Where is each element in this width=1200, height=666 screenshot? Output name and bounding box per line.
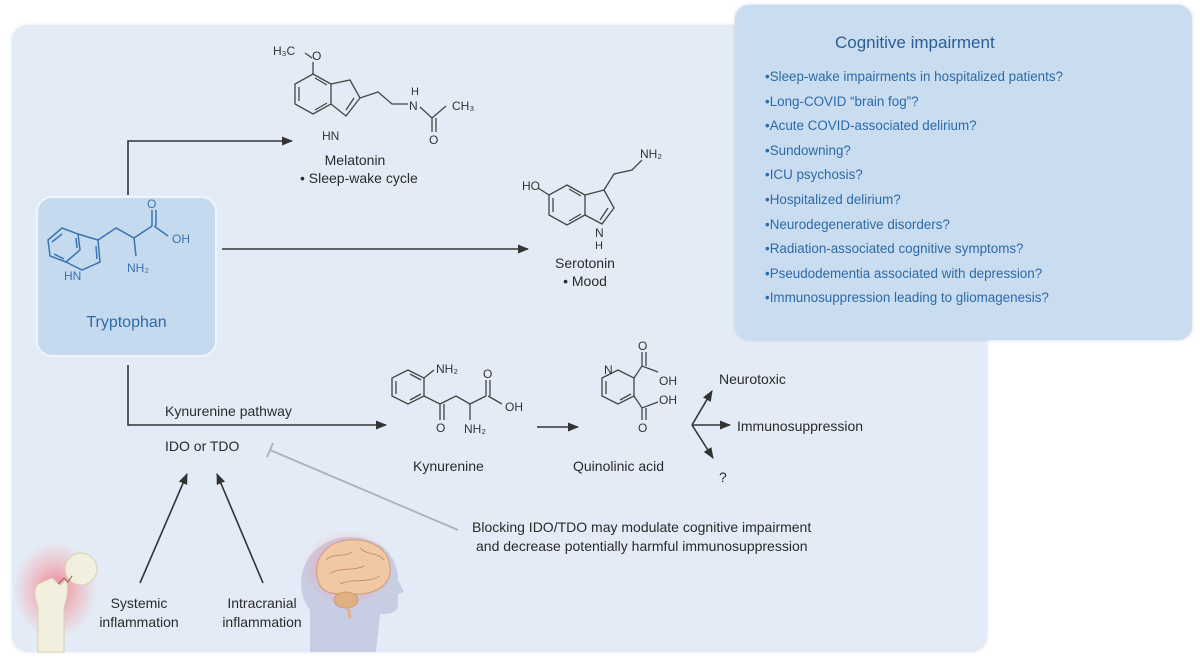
blocking-note-line1: Blocking IDO/TDO may modulate cognitive … xyxy=(472,519,812,535)
svg-text:O: O xyxy=(638,421,647,435)
cognitive-impairment-box: Cognitive impairment Sleep-wake impairme… xyxy=(735,5,1192,340)
svg-text:O: O xyxy=(312,49,321,63)
kynurenine-pathway-arrow xyxy=(127,365,388,430)
melatonin-arrow xyxy=(127,136,294,195)
svg-text:HN: HN xyxy=(322,129,339,143)
kynurenine-name: Kynurenine xyxy=(413,458,484,474)
intracranial-inflammation-arrow xyxy=(216,472,264,584)
melatonin-name: Melatonin xyxy=(324,152,386,168)
cognitive-impairment-list: Sleep-wake impairments in hospitalized p… xyxy=(765,65,1063,311)
svg-text:O: O xyxy=(147,197,156,211)
systemic-inflammation-line2: inflammation xyxy=(99,614,179,630)
brain-head-icon xyxy=(301,530,404,652)
systemic-inflammation-line1: Systemic xyxy=(110,595,168,611)
quinolinic-acid-structure: N O OH OH O xyxy=(601,339,677,435)
svg-text:O: O xyxy=(436,421,445,435)
svg-text:NH₂: NH₂ xyxy=(436,362,458,376)
melatonin-role: • Sleep-wake cycle xyxy=(300,170,418,186)
svg-text:H₃C: H₃C xyxy=(273,44,296,58)
svg-text:O: O xyxy=(429,133,438,147)
svg-text:NH₂: NH₂ xyxy=(464,422,486,436)
intracranial-inflammation-line1: Intracranial xyxy=(227,595,297,611)
svg-text:OH: OH xyxy=(659,374,677,388)
list-item: Sundowning? xyxy=(765,139,1063,164)
svg-text:H: H xyxy=(595,240,603,252)
tryptophan-structure: O OH HN NH₂ xyxy=(47,197,190,283)
serotonin-role: • Mood xyxy=(563,273,607,289)
list-item: Neurodegenerative disorders? xyxy=(765,213,1063,238)
list-item: Pseudodementia associated with depressio… xyxy=(765,262,1063,287)
inhibition-line xyxy=(266,442,459,531)
kynurenine-structure: NH₂ O O OH NH₂ xyxy=(391,362,523,436)
unknown-outcome-label: ? xyxy=(719,469,727,485)
list-item: ICU psychosis? xyxy=(765,163,1063,188)
svg-text:HO: HO xyxy=(522,179,540,193)
bone-fracture-icon xyxy=(13,542,98,653)
svg-text:N: N xyxy=(595,226,604,240)
svg-text:O: O xyxy=(638,339,647,353)
list-item: Long-COVID “brain fog”? xyxy=(765,90,1063,115)
neurotoxic-label: Neurotoxic xyxy=(719,371,786,387)
kynurenine-pathway-label: Kynurenine pathway xyxy=(165,403,292,419)
systemic-inflammation-arrow xyxy=(139,472,188,584)
svg-text:H: H xyxy=(411,86,419,98)
svg-text:HN: HN xyxy=(64,269,81,283)
melatonin-structure: H₃C O HN H N CH₃ O xyxy=(273,44,474,147)
list-item: Immunosuppression leading to gliomagenes… xyxy=(765,286,1063,311)
neurotoxic-arrow xyxy=(691,390,713,426)
svg-text:N: N xyxy=(409,99,418,113)
list-item: Hospitalized delirium? xyxy=(765,188,1063,213)
unknown-outcome-arrow xyxy=(691,424,714,459)
pathway-arrows xyxy=(127,136,732,584)
tryptophan-label: Tryptophan xyxy=(86,314,167,331)
quinolinic-acid-name: Quinolinic acid xyxy=(573,458,665,474)
serotonin-structure: HO NH₂ N H xyxy=(522,147,662,252)
svg-text:N: N xyxy=(604,363,613,377)
svg-text:CH₃: CH₃ xyxy=(452,99,474,113)
list-item: Sleep-wake impairments in hospitalized p… xyxy=(765,65,1063,90)
svg-text:OH: OH xyxy=(505,400,523,414)
enzyme-label: IDO or TDO xyxy=(165,438,240,454)
svg-text:NH₂: NH₂ xyxy=(640,147,662,161)
svg-text:OH: OH xyxy=(659,393,677,407)
tryptophan-box: Tryptophan xyxy=(38,198,215,355)
serotonin-name: Serotonin xyxy=(555,255,615,271)
svg-text:NH₂: NH₂ xyxy=(127,261,149,275)
svg-text:O: O xyxy=(483,367,492,381)
intracranial-inflammation-line2: inflammation xyxy=(222,614,302,630)
cognitive-impairment-title: Cognitive impairment xyxy=(835,33,995,52)
svg-text:OH: OH xyxy=(172,232,190,246)
list-item: Acute COVID-associated delirium? xyxy=(765,114,1063,139)
list-item: Radiation-associated cognitive symptoms? xyxy=(765,237,1063,262)
blocking-note-line2: and decrease potentially harmful immunos… xyxy=(476,538,808,554)
immunosuppression-label: Immunosuppression xyxy=(737,418,864,434)
